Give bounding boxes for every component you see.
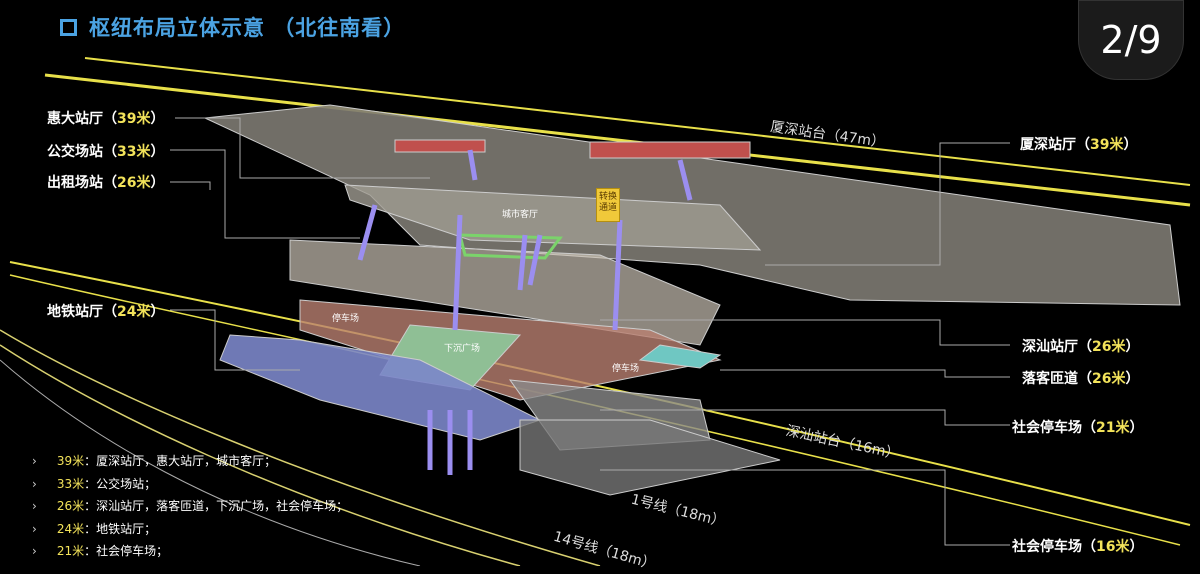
label-parking-16: 社会停车场（16米）: [1012, 539, 1144, 555]
levels: [203, 104, 1181, 496]
legend-item: ›26米：深汕站厅，落客匝道，下沉广场，社会停车场；: [32, 499, 349, 513]
label-parking-21: 社会停车场（21米）: [1012, 420, 1144, 436]
label-city-hall: 城市客厅: [502, 210, 539, 220]
bullet-square-icon: [60, 18, 77, 36]
page-indicator: 2/9: [1078, 0, 1184, 80]
rail-tracks: [0, 57, 1191, 566]
title-text: 枢纽布局立体示意 （北往南看）: [89, 16, 406, 40]
legend-item: ›24米：地铁站厅；: [32, 521, 157, 536]
label-shenshan-hall: 深汕站厅（26米）: [1022, 339, 1140, 355]
legend-item: ›39米：厦深站厅，惠大站厅，城市客厅；: [32, 454, 277, 468]
level-24: [299, 299, 722, 401]
label-parking-left: 停车场: [332, 314, 360, 324]
label-huida-hall: 惠大站厅（39米）: [47, 111, 165, 127]
label-bus-station: 公交场站（33米）: [47, 144, 165, 160]
legend-item: ›21米：社会停车场；: [32, 544, 169, 558]
label-transfer-passage: 转换通道: [596, 188, 620, 222]
level-33: [344, 184, 762, 251]
label-dropoff-ramp: 落客匝道（26米）: [1022, 371, 1140, 387]
label-taxi-station: 出租场站（26米）: [47, 175, 165, 191]
legend-item: ›33米：公交场站；: [32, 476, 157, 491]
columns: [357, 149, 693, 475]
metro-hall: [219, 334, 542, 441]
label-sunken-plaza: 下沉广场: [444, 344, 481, 354]
leader-lines: [170, 117, 1010, 546]
level-16: [519, 419, 781, 496]
level-legend: ›39米：厦深站厅，惠大站厅，城市客厅； ›33米：公交场站； ›26米：深汕站…: [32, 450, 348, 563]
label-xiashen-hall: 厦深站厅（39米）: [1020, 137, 1138, 153]
label-metro-hall: 地铁站厅（24米）: [47, 304, 165, 320]
label-parking-right: 停车场: [612, 364, 640, 374]
slide-title: 枢纽布局立体示意 （北往南看）: [60, 12, 405, 42]
